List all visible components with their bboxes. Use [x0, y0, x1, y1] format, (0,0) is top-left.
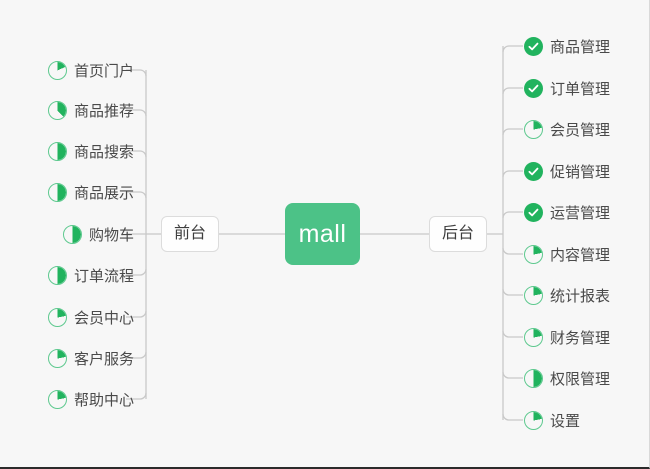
- leaf-label: 设置: [550, 412, 581, 430]
- pie-progress-icon: [47, 265, 67, 285]
- connector-right-stub-7: [502, 330, 523, 338]
- leaf-label: 首页门户: [73, 62, 134, 80]
- leaf-node-right-0[interactable]: 商品管理: [524, 33, 611, 59]
- check-circle-icon: [524, 36, 543, 56]
- branch-node-frontend[interactable]: 前台: [161, 216, 219, 252]
- pie-progress-icon: [47, 60, 67, 80]
- pie-wedge: [48, 61, 66, 79]
- leaf-node-right-7[interactable]: 财务管理: [524, 324, 611, 350]
- leaf-node-left-7[interactable]: 客户服务: [47, 345, 135, 371]
- connector-right-stub-1: [502, 87, 523, 95]
- leaf-node-left-8[interactable]: 帮助中心: [47, 386, 135, 412]
- connector-right-stub-5: [502, 247, 523, 255]
- check-circle-icon: [524, 161, 543, 181]
- connector-right-stub-9: [502, 413, 523, 421]
- leaf-node-right-5[interactable]: 内容管理: [524, 241, 611, 267]
- pie-progress-icon: [47, 182, 67, 202]
- leaf-node-left-1[interactable]: 商品推荐: [47, 97, 135, 123]
- leaf-label: 运营管理: [550, 204, 611, 222]
- pie-wedge: [48, 266, 66, 284]
- pie-wedge: [525, 369, 542, 387]
- pie-progress-icon: [524, 410, 543, 430]
- pie-progress-icon: [47, 348, 67, 368]
- leaf-node-right-2[interactable]: 会员管理: [524, 116, 611, 142]
- pie-wedge: [48, 390, 66, 408]
- connector-right-stub-4: [502, 211, 523, 219]
- pie-wedge: [525, 286, 542, 304]
- leaf-label: 权限管理: [550, 370, 611, 388]
- leaf-label: 会员管理: [550, 121, 611, 139]
- leaf-label: 统计报表: [550, 287, 611, 305]
- pie-progress-icon: [47, 389, 67, 409]
- check-circle-icon: [524, 202, 543, 222]
- connector-right-stub-8: [502, 371, 523, 379]
- pie-progress-icon: [47, 307, 67, 327]
- leaf-node-right-6[interactable]: 统计报表: [524, 282, 611, 308]
- leaf-label: 商品推荐: [73, 102, 134, 120]
- leaf-label: 会员中心: [73, 309, 134, 327]
- pie-progress-icon: [524, 368, 543, 388]
- check-circle-icon: [524, 78, 543, 98]
- pie-progress-icon: [47, 141, 67, 161]
- leaf-node-right-1[interactable]: 订单管理: [524, 75, 611, 101]
- leaf-label: 商品管理: [550, 38, 611, 56]
- pie-progress-icon: [47, 100, 67, 120]
- leaf-node-left-5[interactable]: 订单流程: [47, 262, 135, 288]
- pie-wedge: [48, 183, 66, 201]
- connector-right-stub-6: [502, 288, 523, 296]
- pie-wedge: [525, 120, 542, 138]
- pie-wedge: [48, 101, 66, 119]
- leaf-label: 订单管理: [550, 80, 611, 98]
- leaf-node-left-6[interactable]: 会员中心: [47, 304, 135, 330]
- pie-progress-icon: [524, 327, 543, 347]
- pie-progress-icon: [524, 285, 543, 305]
- pie-progress-icon: [524, 244, 543, 264]
- leaf-label: 客户服务: [73, 350, 134, 368]
- leaf-node-left-3[interactable]: 商品展示: [47, 179, 135, 205]
- pie-wedge: [48, 349, 66, 367]
- pie-wedge: [63, 225, 81, 243]
- leaf-node-left-2[interactable]: 商品搜索: [47, 138, 135, 164]
- leaf-label: 财务管理: [550, 329, 611, 347]
- pie-progress-icon: [62, 224, 82, 244]
- pie-wedge: [525, 328, 542, 346]
- leaf-label: 商品搜索: [73, 143, 134, 161]
- leaf-node-left-4[interactable]: 购物车: [62, 221, 135, 247]
- leaf-label: 订单流程: [73, 267, 134, 285]
- leaf-label: 商品展示: [73, 184, 134, 202]
- leaf-node-left-0[interactable]: 首页门户: [47, 57, 135, 83]
- leaf-label: 帮助中心: [73, 391, 134, 409]
- pie-wedge: [48, 308, 66, 326]
- leaf-node-right-8[interactable]: 权限管理: [524, 365, 611, 391]
- connector-right-stub-0: [502, 45, 523, 53]
- connector-right-stub-2: [502, 128, 523, 136]
- branch-node-backend[interactable]: 后台: [429, 216, 487, 252]
- pie-wedge: [525, 245, 542, 263]
- leaf-node-right-9[interactable]: 设置: [524, 407, 581, 433]
- pie-progress-icon: [524, 119, 543, 139]
- leaf-node-right-4[interactable]: 运营管理: [524, 199, 611, 225]
- leaf-node-right-3[interactable]: 促销管理: [524, 158, 611, 184]
- root-node-mall[interactable]: mall: [285, 203, 360, 265]
- pie-wedge: [525, 411, 542, 429]
- connector-right-stub-3: [502, 170, 523, 178]
- pie-wedge: [48, 142, 66, 160]
- leaf-label: 购物车: [88, 226, 134, 244]
- leaf-label: 内容管理: [550, 246, 611, 264]
- leaf-label: 促销管理: [550, 163, 611, 181]
